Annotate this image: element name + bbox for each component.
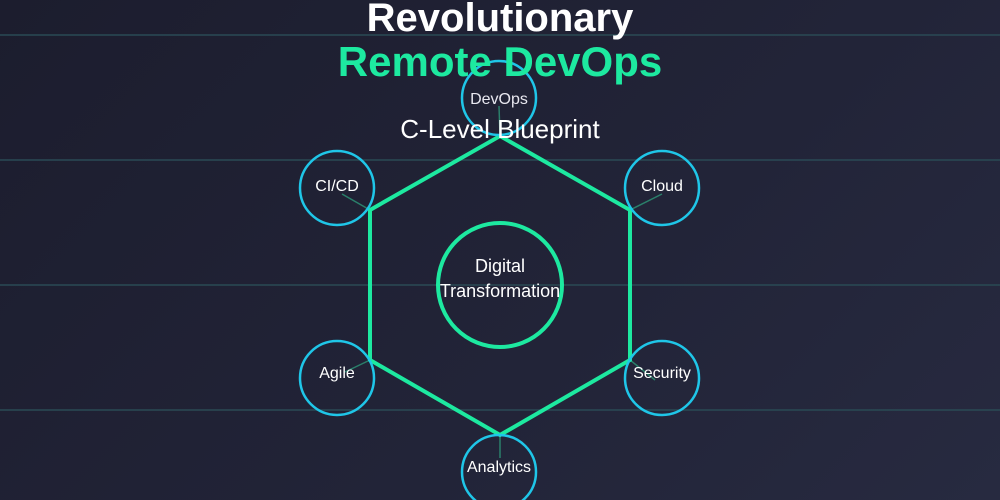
subtitle: Remote DevOps <box>338 38 662 85</box>
center-circle <box>436 221 564 349</box>
connectors <box>341 105 663 458</box>
node-label: Security <box>633 365 691 382</box>
node-analytics: Analytics <box>460 433 538 500</box>
connector <box>498 105 501 137</box>
node-circle <box>460 59 538 137</box>
node-label: Agile <box>319 365 355 382</box>
node-circle <box>298 149 376 227</box>
tagline: C-Level Blueprint <box>400 114 600 144</box>
title: Revolutionary <box>367 0 634 40</box>
center-label-line2: Transformation <box>440 281 560 301</box>
node-label: Analytics <box>467 459 531 476</box>
node-circle <box>460 433 538 500</box>
node-cloud: Cloud <box>623 149 701 227</box>
node-agile: Agile <box>298 339 376 417</box>
node-label: Cloud <box>641 178 683 195</box>
grid-lines <box>0 34 1000 411</box>
node-devops: DevOps <box>460 59 538 137</box>
node-label: DevOps <box>470 91 528 108</box>
node-circle <box>298 339 376 417</box>
node-label: CI/CD <box>315 178 359 195</box>
node-circle <box>623 149 701 227</box>
connector <box>344 359 371 373</box>
connector <box>629 359 656 381</box>
connector <box>629 193 663 211</box>
center-label-line1: Digital <box>475 256 525 276</box>
node-circle <box>623 339 701 417</box>
node-cicd: CI/CD <box>298 149 376 227</box>
connector <box>341 193 371 211</box>
node-security: Security <box>623 339 701 417</box>
